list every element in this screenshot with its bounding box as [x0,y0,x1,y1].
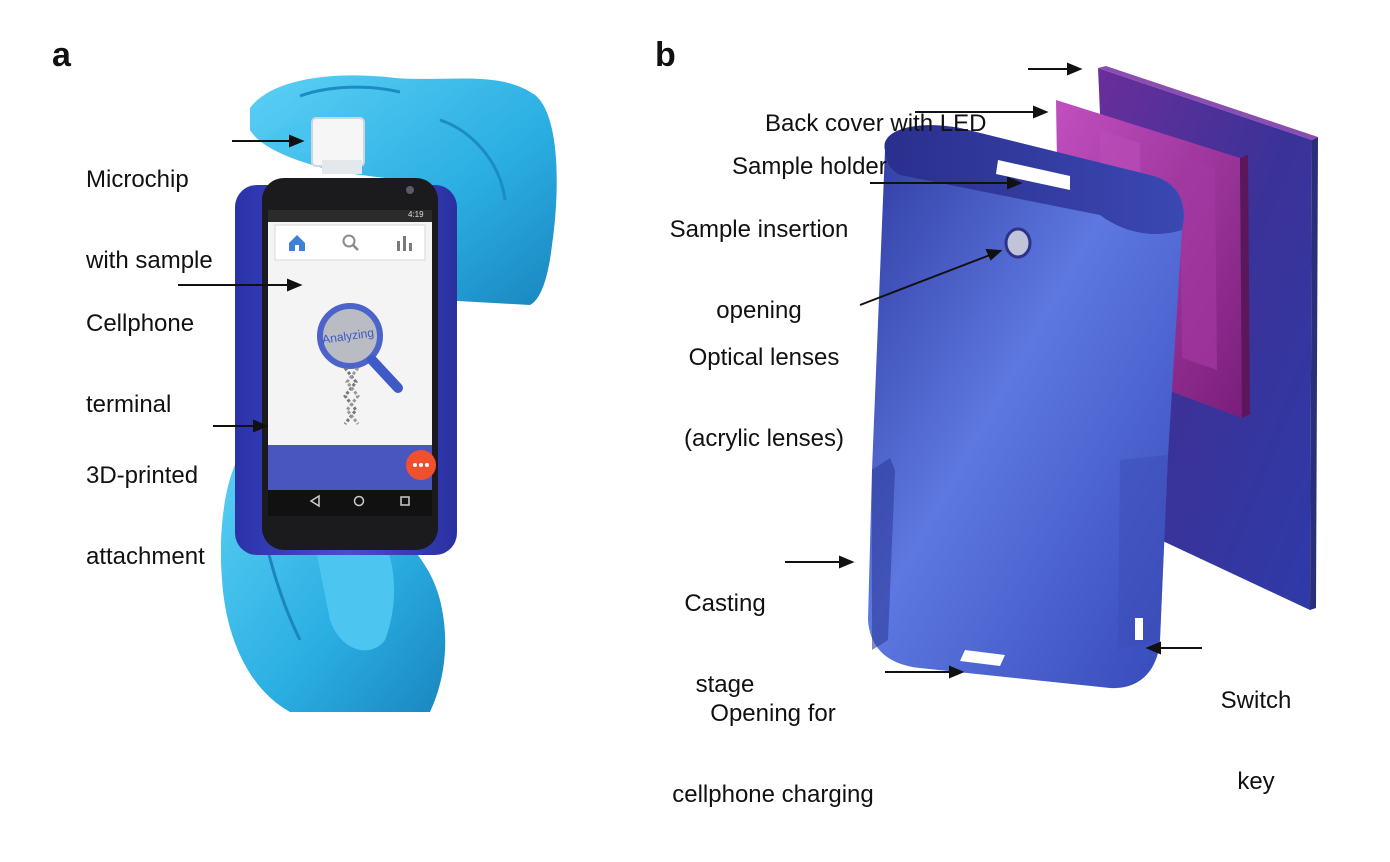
panel-b-letter: b [655,36,676,74]
search-icon [341,233,361,253]
figure: 4:19 Analyzing a b Microchip with sample… [52,36,1318,808]
label-cellphone-terminal: Cellphone terminal [86,310,195,418]
recents-icon [398,494,412,508]
figure-artwork [178,62,1318,712]
label-sample-insertion-opening: Sample insertion opening [669,216,849,324]
analyzing-illustration [317,303,403,425]
label-microchip: Microchip with sample [86,166,213,274]
label-sample-holder: Sample holder [732,153,887,180]
status-time: 4:19 [408,210,424,219]
housing-shell [868,125,1184,689]
label-back-cover: Back cover with LED [765,110,987,137]
label-switch-key: Switch key [1220,687,1292,795]
label-3d-printed-attachment: 3D-printed attachment [86,462,205,570]
back-icon [308,494,322,508]
label-optical-lenses: Optical lenses (acrylic lenses) [683,344,845,452]
label-casting-stage: Casting stage [684,590,766,698]
bar-chart-icon [394,233,414,253]
home-icon [286,232,308,254]
leader-lines [178,62,1202,679]
more-icon [406,450,436,480]
home-circle-icon [352,494,366,508]
panel-a-letter: a [52,36,71,74]
microchip [311,117,365,174]
label-charging-opening: Opening for cellphone charging [672,700,874,808]
